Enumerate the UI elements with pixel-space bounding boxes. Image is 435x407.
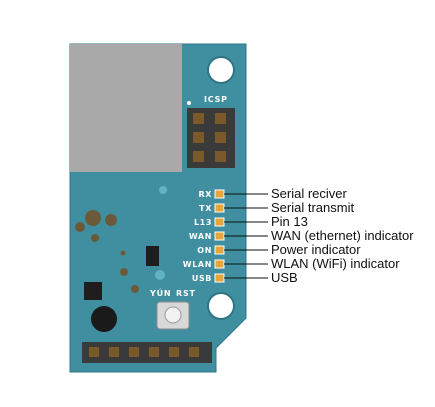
buzzer [91,306,117,332]
led-indicator [214,231,225,241]
led-pin-label: L13 [194,218,212,227]
pcb-component [85,210,101,226]
led-pin-label: TX [199,204,212,213]
led-item: USB USB [192,270,298,285]
led-indicator [214,217,225,227]
led-item: WLAN WLAN (WiFi) indicator [183,256,400,271]
led-item: TX Serial transmit [199,200,354,215]
led-indicator [214,203,225,213]
pcb-component [91,234,99,242]
header-pin [169,347,179,357]
led-item: L13 Pin 13 [194,214,308,229]
icsp-pin1-dot [187,101,191,105]
led-item: ON Power indicator [197,242,361,257]
pcb-component [105,214,117,226]
icsp-label: ICSP [204,95,228,104]
icsp-pin [193,113,204,124]
led-pin-label: RX [198,190,212,199]
led-pin-label: WLAN [183,260,212,269]
led-description: USB [271,270,298,285]
led-item: RX Serial reciver [198,186,347,201]
rf-shield [70,44,182,172]
header-pin [89,347,99,357]
led-description: Power indicator [271,242,361,257]
led-description: Serial reciver [271,186,348,201]
led-indicator [214,245,225,255]
led-description: WAN (ethernet) indicator [271,228,414,243]
led-pin-label: WAN [189,232,212,241]
led-description: Pin 13 [271,214,308,229]
yun-button-label: YÚN [149,287,171,298]
header-pin [109,347,119,357]
pcb-component [120,268,128,276]
led-indicator [214,259,225,269]
pcb-component [131,285,139,293]
header-pin [149,347,159,357]
led-description: WLAN (WiFi) indicator [271,256,400,271]
icsp-pin [193,151,204,162]
pcb-component [75,222,85,232]
header-pin [189,347,199,357]
led-description: Serial transmit [271,200,354,215]
pcb-component [159,186,167,194]
mounting-hole-bottom [207,292,235,320]
header-pin [129,347,139,357]
icsp-pin [215,132,226,143]
pcb-components [75,186,167,332]
pcb-component [155,270,165,280]
rst-button-label: RST [176,289,196,298]
led-indicator [214,189,225,199]
bottom-header [82,342,212,363]
icsp-pin [215,113,226,124]
led-item: WAN WAN (ethernet) indicator [189,228,414,243]
led-pin-label: ON [197,246,212,255]
led-indicator [214,273,225,283]
icsp-pin [215,151,226,162]
reset-button[interactable] [156,301,190,330]
icsp-pin [193,132,204,143]
reset-button-cap [164,306,182,324]
led-pin-label: USB [192,274,212,283]
icsp-header [187,108,235,168]
ic-chip [146,246,159,266]
mounting-hole-top [207,56,235,84]
pcb-component [120,250,126,256]
ic-chip [84,282,102,300]
